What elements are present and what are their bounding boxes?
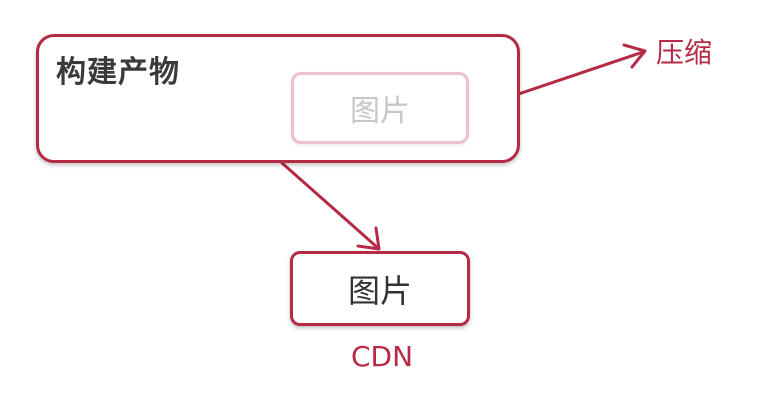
cdn-image-label: 图片	[347, 271, 412, 310]
cdn-label: CDN	[350, 340, 414, 373]
cdn-image-node: 图片	[290, 251, 470, 326]
faded-image-node: 图片	[291, 72, 469, 144]
compress-label: 压缩	[656, 36, 713, 69]
build-artifact-title: 构建产物	[56, 55, 180, 90]
faded-image-label: 图片	[350, 94, 410, 129]
cdn-arrow	[280, 161, 381, 251]
